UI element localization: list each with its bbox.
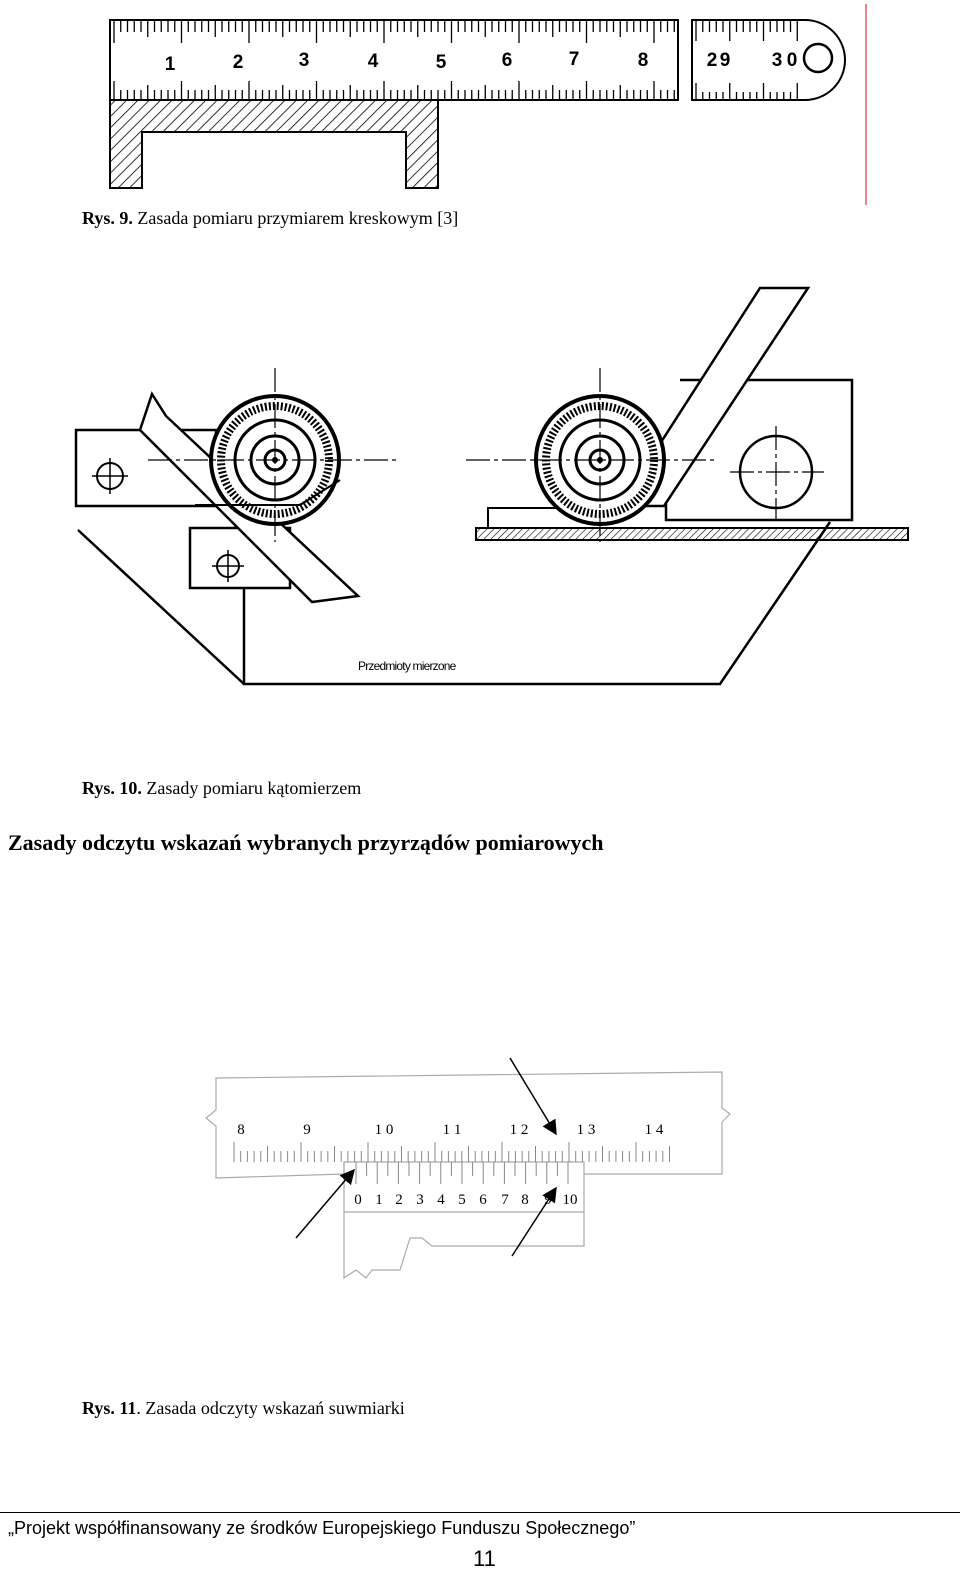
arrow-vernier-match [511,1186,557,1257]
figure-10-caption-text: Zasady pomiaru kątomierzem [146,778,362,798]
figure-10-caption: Rys. 10. Zasady pomiaru kątomierzem [82,777,361,799]
ruler-number: 7 [569,49,580,70]
footer-rule [0,1512,960,1513]
main-scale-label: 1 2 [510,1122,529,1138]
figure-9-caption-text: Zasada pomiaru przymiarem kreskowym [3] [137,208,459,228]
figure-11-caption: Rys. 11. Zasada odczyty wskazań suwmiark… [82,1397,405,1419]
vernier-label: 8 [521,1192,529,1208]
ruler-number: 2 [233,52,244,73]
caliper-main-scale-ticks [233,1142,670,1162]
ruler-ticks-main [113,21,675,43]
figure-11-caliper-drawing: 8 9 1 0 1 1 1 2 1 3 1 4 0 1 2 3 4 5 6 7 … [205,1057,731,1280]
vernier-label: 7 [501,1192,509,1208]
measured-object-label: Przedmioty mierzone [358,659,457,673]
vernier-label: 5 [458,1192,466,1208]
ruler-ticks-end [695,21,798,99]
figure-10-protractor-drawing: Przedmioty mierzone [74,286,909,686]
ruler-number: 3 [299,50,310,71]
figure-10-caption-label: Rys. 10. [82,778,142,798]
footer-text: „Projekt współfinansowany ze środków Eur… [8,1518,636,1538]
figure-11-caption-label: Rys. 11 [82,1398,137,1418]
main-scale-label: 1 1 [443,1122,462,1138]
ruler-end-number: 9 [720,50,731,71]
figure-9-caption: Rys. 9. Zasada pomiaru przymiarem kresko… [82,207,458,229]
ruler-hanging-hole [802,42,834,74]
ruler-end-number: 3 [772,50,783,71]
ruler-number: 6 [502,50,513,71]
ruler-number: 1 [165,54,176,75]
vernier-label: 1 [375,1192,383,1208]
vernier-label: 0 [354,1192,362,1208]
main-scale-label: 9 [303,1122,311,1138]
caliper-vernier-scale-ticks [355,1162,569,1184]
ruler-number: 5 [436,52,447,73]
vernier-label: 6 [479,1192,487,1208]
ruler-number: 8 [638,50,649,71]
arrow-main-scale [509,1057,557,1136]
ruler-ticks-bottom [113,81,675,99]
figure-11-caption-text: . Zasada odczyty wskazań suwmiarki [136,1398,405,1418]
main-scale-label: 1 0 [375,1122,394,1138]
page-number: 11 [473,1546,496,1571]
ruler-end-number: 0 [787,50,798,71]
main-scale-label: 8 [237,1122,245,1138]
main-scale-label: 1 4 [645,1122,664,1138]
arrow-vernier-zero [295,1168,355,1239]
main-scale-label: 1 3 [577,1122,596,1138]
vernier-label: 4 [437,1192,445,1208]
vernier-label: 10 [563,1192,578,1208]
figure-9-ruler-drawing: 1 2 3 4 5 6 7 8 2 9 3 0 [109,4,867,205]
section-heading: Zasady odczytu wskazań wybranych przyrzą… [8,830,604,855]
vernier-label: 2 [395,1192,403,1208]
vernier-label: 3 [416,1192,424,1208]
figure-9-caption-label: Rys. 9. [82,208,133,228]
ruler-end-number: 2 [707,50,718,71]
ruler-number: 4 [368,51,379,72]
